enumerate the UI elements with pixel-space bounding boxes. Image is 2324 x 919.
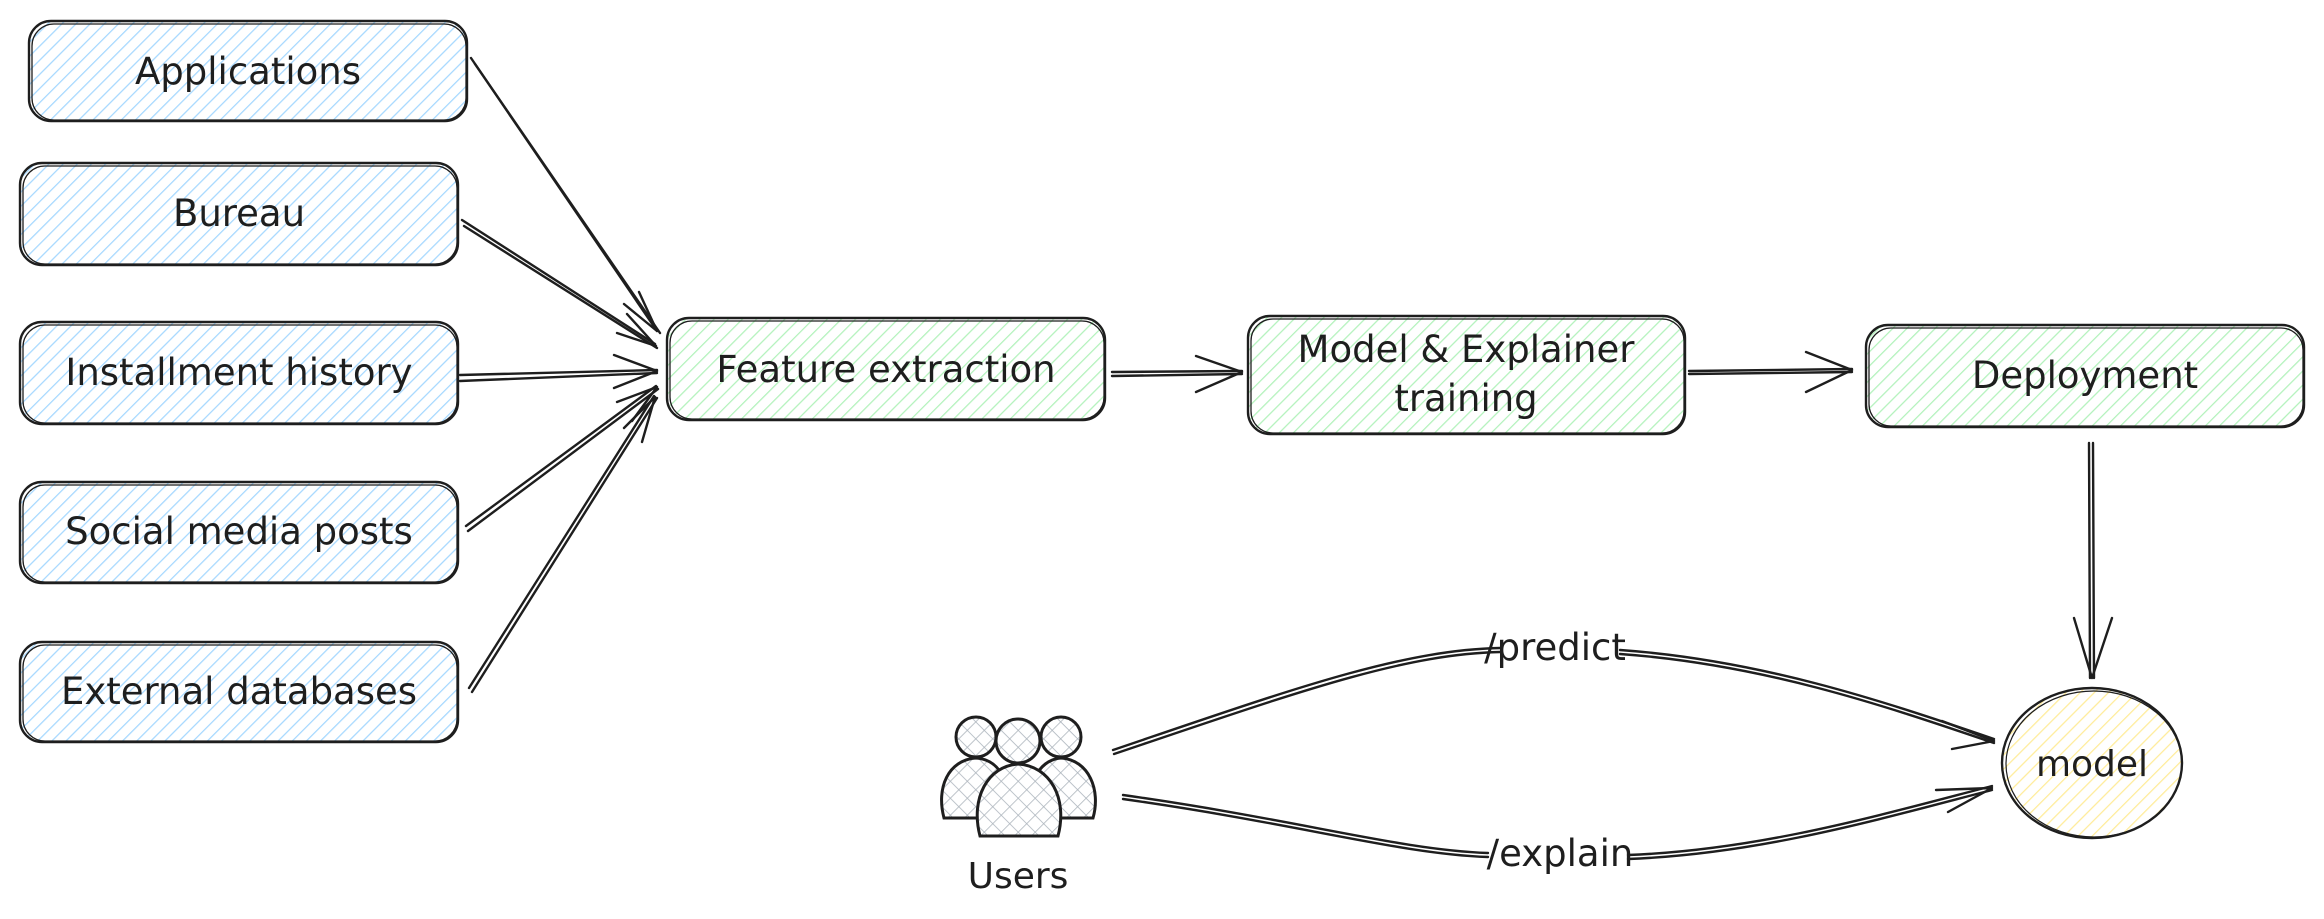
- source-label: External databases: [61, 670, 417, 713]
- arrow-explain: [1121, 784, 1994, 861]
- feature-extraction-box: Feature extraction: [665, 316, 1107, 422]
- users-icon: [940, 715, 1097, 838]
- arrow-installment-to-feature: [458, 353, 659, 390]
- deployment-box: Deployment: [1864, 323, 2306, 429]
- arrow-applications-to-feature: [469, 56, 662, 335]
- arrow-social-to-feature: [464, 384, 660, 533]
- training-label-line2: training: [1394, 377, 1537, 420]
- model-node: model: [2000, 686, 2184, 840]
- arrow-bureau-to-feature: [460, 218, 659, 350]
- explain-edge-label: /explain: [1487, 832, 1634, 875]
- predict-edge-label: /predict: [1484, 626, 1626, 669]
- source-label: Applications: [135, 50, 361, 93]
- deployment-label: Deployment: [1972, 354, 2198, 397]
- arrow-external-to-feature: [467, 394, 659, 694]
- arrow-training-to-deployment: [1687, 350, 1854, 394]
- arrow-feature-to-training: [1110, 354, 1244, 394]
- arrow-deployment-to-model: [2072, 441, 2114, 680]
- source-box-applications: Applications: [27, 19, 469, 123]
- source-box-social-media-posts: Social media posts: [18, 480, 460, 585]
- feature-extraction-label: Feature extraction: [716, 348, 1055, 391]
- source-box-bureau: Bureau: [18, 161, 460, 267]
- source-label: Bureau: [173, 192, 305, 235]
- source-box-external-databases: External databases: [18, 640, 460, 744]
- training-label-line1: Model & Explainer: [1298, 328, 1636, 371]
- source-label: Social media posts: [65, 510, 413, 553]
- users-label: Users: [968, 856, 1069, 897]
- model-label: model: [2036, 744, 2148, 785]
- source-label: Installment history: [65, 351, 412, 394]
- source-box-installment-history: Installment history: [18, 320, 460, 426]
- training-box: Model & Explainer training: [1246, 314, 1687, 436]
- arrow-predict: [1111, 646, 1996, 756]
